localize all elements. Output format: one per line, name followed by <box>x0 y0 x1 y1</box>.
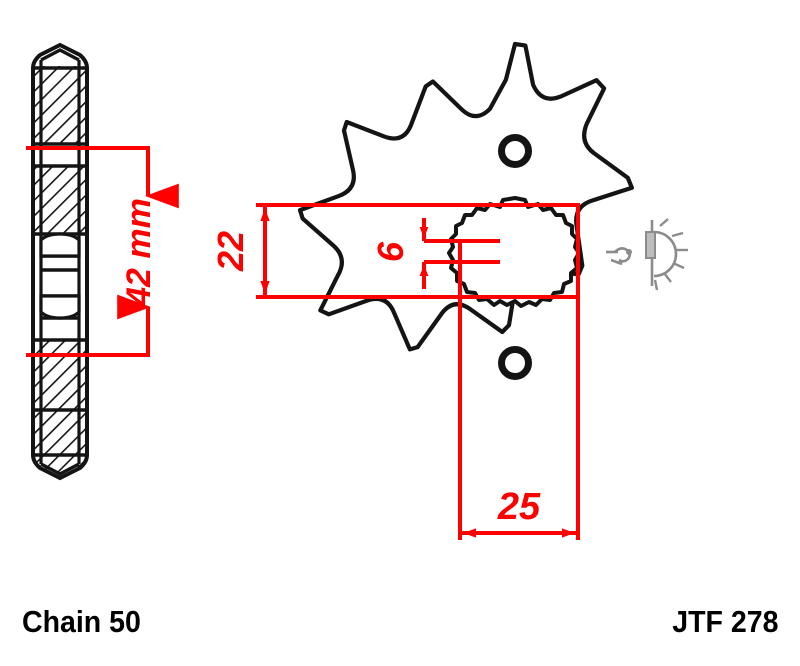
section-cap-bottom <box>40 462 80 476</box>
chain-caption: Chain 50 <box>22 604 141 639</box>
dim-arrow-25-left <box>463 528 476 538</box>
dimension-label-6: 6 <box>370 241 411 262</box>
bolt-hole-bottom <box>498 346 532 380</box>
splined-bore-outline <box>447 196 581 308</box>
side-section-view <box>31 42 89 481</box>
dimension-label-42mm: 42 mm <box>120 198 158 307</box>
section-outline <box>31 42 89 481</box>
sprocket-teeth-outline <box>297 41 634 352</box>
section-hub-bulge-top <box>39 232 81 258</box>
part-number-caption: JTF 278 <box>671 604 778 639</box>
section-hub-bulge-bottom <box>39 294 81 320</box>
dimension-hub-width-25 <box>458 205 580 540</box>
dim-arrow-22-bottom <box>260 281 270 294</box>
bolt-hole-top <box>498 134 532 168</box>
dimension-thickness-42mm <box>26 146 179 357</box>
splined-bore <box>447 196 581 308</box>
dim-arrow-6-bottom <box>419 265 429 276</box>
dimension-label-22: 22 <box>210 231 251 272</box>
dim-arrow-25-right <box>562 528 575 538</box>
dimension-hub-height-22 <box>256 203 580 299</box>
dimension-label-25: 25 <box>497 486 541 528</box>
dim-arrow-6-top <box>419 227 429 238</box>
front-view <box>297 41 634 380</box>
dim-arrow-22-top <box>260 208 270 221</box>
section-cap-top <box>40 48 80 62</box>
sun-burst-watermark-icon <box>606 218 688 291</box>
